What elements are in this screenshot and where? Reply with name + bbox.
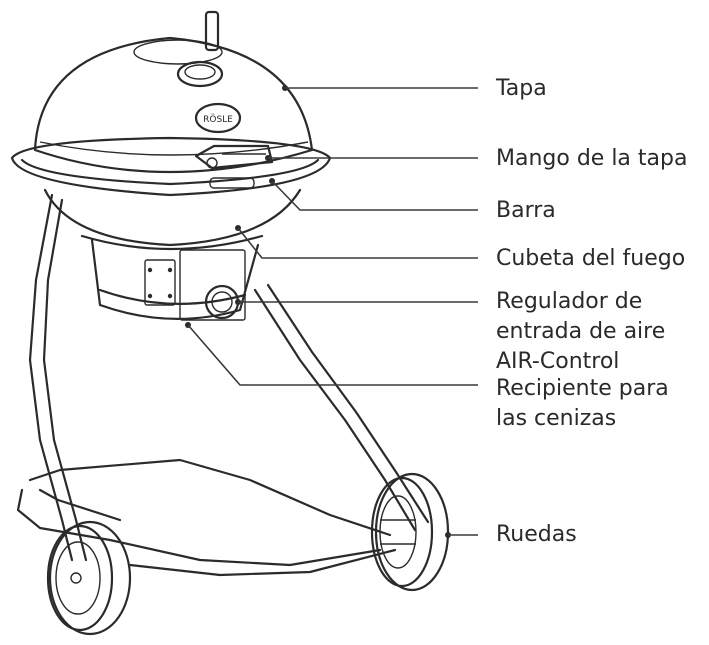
label-ruedas: Ruedas — [496, 522, 577, 547]
grill-frame — [16, 193, 430, 577]
grill-lid: RÖSLE — [10, 10, 332, 197]
label-mango-tapa: Mango de la tapa — [496, 146, 688, 171]
thermometer — [204, 10, 220, 52]
logo-text: RÖSLE — [203, 114, 233, 125]
label-regulador-line1: Regulador de — [496, 289, 643, 314]
label-cubeta-fuego: Cubeta del fuego — [496, 246, 686, 271]
lid-handle — [194, 144, 274, 170]
leader-lines — [185, 85, 478, 538]
label-barra: Barra — [496, 198, 556, 223]
label-tapa: Tapa — [496, 76, 547, 101]
label-regulador-line2: entrada de aire — [496, 319, 666, 344]
bracket-plate — [144, 259, 176, 306]
fire-bowl — [43, 188, 302, 321]
wheel-left — [46, 520, 132, 636]
label-recipiente-line1: Recipiente para — [496, 376, 669, 401]
lid-vent — [176, 60, 224, 88]
label-recipiente: Recipiente para las cenizas — [496, 374, 669, 434]
brand-logo — [194, 102, 242, 134]
label-regulador-line3: AIR-Control — [496, 349, 620, 374]
label-recipiente-line2: las cenizas — [496, 406, 617, 431]
label-regulador: Regulador de entrada de aire AIR-Control — [496, 287, 665, 377]
